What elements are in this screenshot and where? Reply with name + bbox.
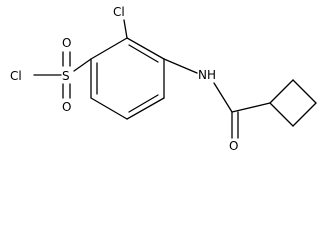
sulfonyl-chlorine-label: Cl — [10, 69, 22, 83]
amine-nh-label: NH — [198, 68, 216, 82]
ring-bond-4 — [90, 97, 128, 120]
ring-bond-6 — [90, 37, 128, 60]
cyclobutane-bond-3 — [292, 102, 317, 127]
c-s-bond — [73, 58, 92, 72]
ring-double-bond-1 — [128, 44, 159, 63]
ring-double-bond-2 — [128, 94, 159, 113]
carbonyl-oxygen-label: O — [229, 139, 238, 153]
chlorine-atom-label: Cl — [113, 5, 125, 19]
cyclobutane-bond-4 — [269, 102, 294, 127]
ring-bond-1 — [126, 37, 165, 60]
cyclobutane-bond-2 — [292, 79, 317, 104]
sulfur-atom-label: S — [62, 69, 70, 83]
chemical-structure-diagram: Cl S Cl O O NH O — [10, 5, 317, 153]
cyclobutane-bond-1 — [269, 79, 294, 104]
sulfonyl-oxygen-bottom-label: O — [62, 100, 71, 114]
ring-bond-3 — [126, 97, 165, 120]
c-cl-bond — [123, 19, 128, 39]
c-n-bond — [163, 58, 198, 74]
n-carbonyl-bond — [213, 82, 233, 113]
sulfonyl-oxygen-top-label: O — [62, 36, 71, 50]
cyclobutane-ring — [269, 79, 317, 127]
benzene-ring — [90, 37, 165, 120]
carbonyl-cyclobutyl-bond — [231, 102, 271, 113]
